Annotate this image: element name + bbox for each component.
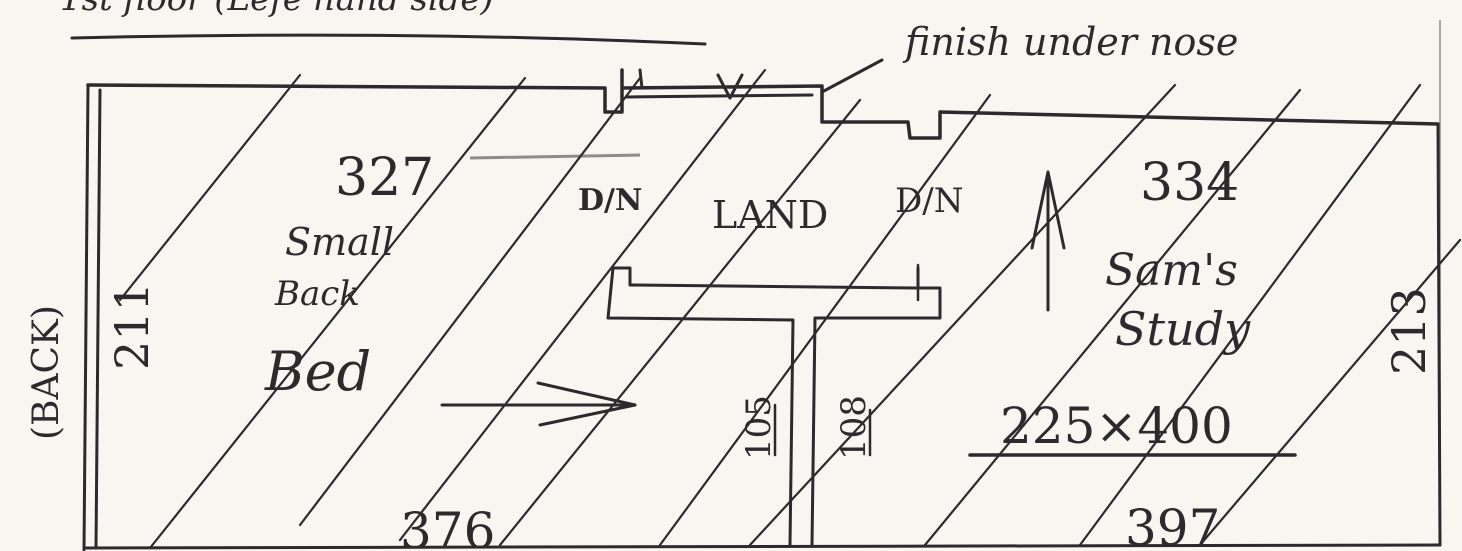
- small-back-bed-top-measure: 327: [335, 148, 434, 208]
- landing-left-measure: 105: [739, 395, 779, 460]
- small-back-bed-side-measure: 211: [105, 282, 159, 370]
- annotation-leader: [820, 58, 884, 94]
- room-small-back-bed: 327 Small Back Bed 211 376: [105, 148, 495, 551]
- landing-right-measure: 108: [834, 395, 874, 460]
- room-landing: LAND D/N D/N 105 108: [578, 181, 963, 460]
- small-back-bed-name-3: Bed: [264, 340, 371, 403]
- sams-study-size: 225×400: [1000, 397, 1233, 455]
- annotation-text: finish under nose: [902, 20, 1238, 64]
- sams-study-top-measure: 334: [1140, 153, 1239, 213]
- direction-arrows: [440, 170, 1066, 427]
- small-back-bed-name-2: Back: [274, 274, 360, 314]
- room-sams-study: 334 Sam's Study 225×400 397 213: [968, 153, 1436, 551]
- sams-study-side-measure: 213: [1382, 287, 1436, 375]
- sams-study-name-2: Study: [1115, 302, 1251, 356]
- page-heading: 1st floor (Lefe hand side): [60, 0, 494, 19]
- heading-underline: [70, 33, 707, 46]
- small-back-bed-name-1: Small: [285, 220, 394, 264]
- landing-walls: [606, 263, 942, 547]
- landing-name: LAND: [712, 193, 828, 237]
- sams-study-name-1: Sam's: [1105, 245, 1238, 296]
- sams-study-bottom-measure: 397: [1125, 499, 1220, 551]
- hatching: [118, 68, 1462, 550]
- margin-back-label: (BACK): [26, 305, 67, 440]
- small-back-bed-bottom-measure: 376: [400, 502, 495, 551]
- landing-door-left: D/N: [578, 183, 642, 218]
- nose-arrow-icon: [716, 73, 744, 100]
- landing-door-right: D/N: [895, 181, 963, 221]
